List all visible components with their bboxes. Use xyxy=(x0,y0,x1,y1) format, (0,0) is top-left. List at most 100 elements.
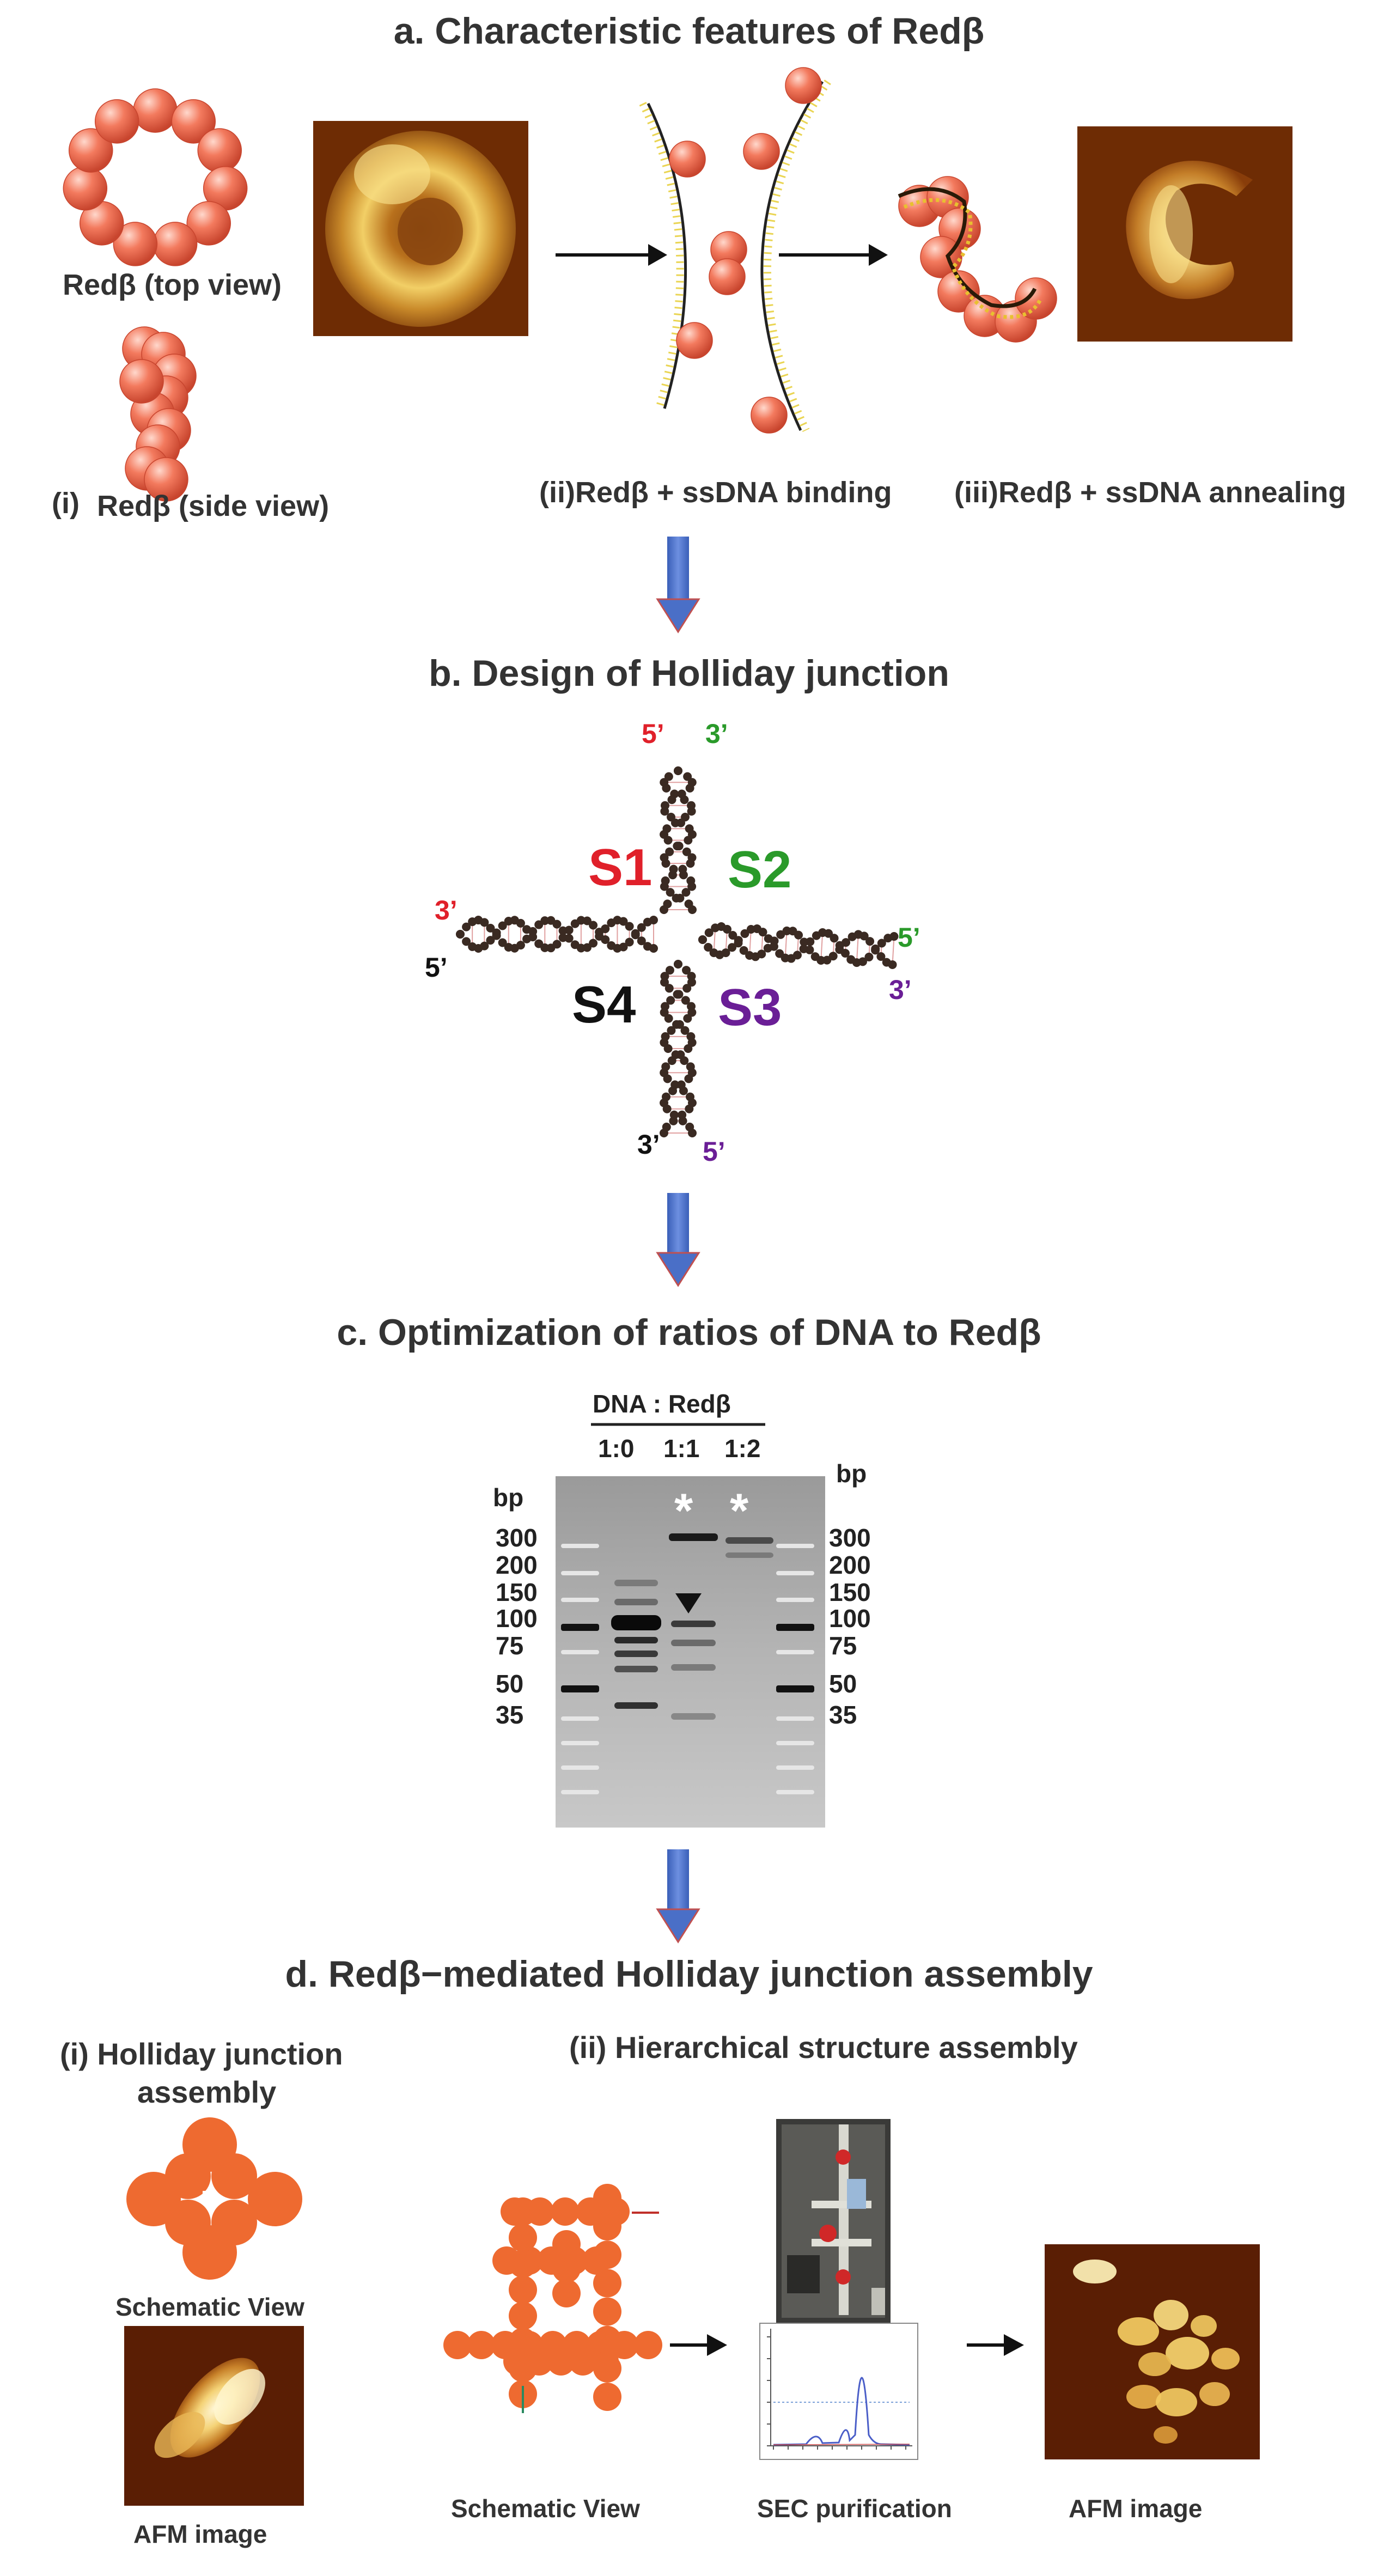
holliday-junction-schematic xyxy=(126,2117,302,2280)
afm-image-junction xyxy=(124,2326,304,2506)
nucleotide xyxy=(664,836,673,845)
nucleotide xyxy=(674,960,682,969)
ladder-band xyxy=(561,1544,599,1548)
ladder-band xyxy=(561,1571,599,1575)
nucleotide xyxy=(492,931,501,940)
ladder-label: 75 xyxy=(496,1631,523,1660)
nucleotide xyxy=(663,1105,672,1113)
nucleotide xyxy=(770,936,779,945)
nucleotide xyxy=(589,921,597,930)
arrow-d-1 xyxy=(670,2334,727,2356)
ladder-band xyxy=(776,1790,814,1794)
lattice-bead xyxy=(509,2224,537,2252)
blue-down-arrow xyxy=(657,537,699,632)
nucleotide xyxy=(625,922,634,931)
bead xyxy=(120,360,163,403)
afm-blob xyxy=(1154,2426,1178,2444)
lane-1-band xyxy=(614,1599,658,1605)
bead xyxy=(743,133,779,169)
lattice-bead xyxy=(551,2197,580,2226)
ladder-band xyxy=(561,1598,599,1602)
lane-1-label: 1:0 xyxy=(598,1434,634,1463)
ladder-band xyxy=(561,1765,599,1770)
lattice-bead xyxy=(509,2301,537,2330)
ladder-label: 100 xyxy=(496,1604,538,1633)
bead xyxy=(133,89,177,132)
ladder-label: 75 xyxy=(829,1631,857,1660)
nucleotide xyxy=(830,934,839,942)
lattice-bead xyxy=(593,2269,621,2297)
nucleotide xyxy=(686,784,694,793)
nucleotide xyxy=(663,1074,672,1083)
strand-s3: S3 xyxy=(718,978,782,1038)
lattice-bead xyxy=(552,2230,581,2258)
afm-blob xyxy=(1191,2315,1217,2337)
ladder-band xyxy=(776,1685,814,1692)
lattice-bead xyxy=(593,2326,621,2354)
nucleotide xyxy=(829,952,838,960)
nucleotide xyxy=(456,930,465,939)
helix-arm xyxy=(456,916,658,953)
ladder-label: 300 xyxy=(496,1523,538,1552)
afm-blob xyxy=(1073,2260,1117,2283)
lattice-bead xyxy=(593,2212,621,2240)
ladder-band xyxy=(561,1741,599,1745)
afm-blob xyxy=(1156,2388,1197,2416)
arrow-a-1 xyxy=(556,244,667,266)
bead xyxy=(198,129,241,172)
nucleotide xyxy=(668,1056,676,1065)
lattice-bead xyxy=(593,2184,621,2212)
afm-i-label: AFM image xyxy=(133,2519,267,2549)
ladder-label: 200 xyxy=(829,1550,871,1580)
sec-label: SEC purification xyxy=(757,2494,952,2523)
binding-label: (ii)Redβ + ssDNA binding xyxy=(539,476,892,509)
nucleotide xyxy=(660,905,668,914)
nucleotide xyxy=(664,1014,673,1023)
nucleotide xyxy=(675,842,684,850)
ladder-band xyxy=(776,1741,814,1745)
right-3prime: 3’ xyxy=(889,974,912,1006)
redbeta-top-view-ring xyxy=(63,89,247,266)
annealing-label: (iii)Redβ + ssDNA annealing xyxy=(954,476,1346,509)
bottom-3prime: 3’ xyxy=(637,1129,660,1160)
afm-blob xyxy=(1138,2352,1171,2376)
nucleotide xyxy=(672,894,681,903)
helix-arm xyxy=(698,922,898,969)
lattice-bead xyxy=(593,2240,621,2269)
bead xyxy=(785,68,821,103)
afm-blob xyxy=(1166,2337,1209,2370)
afm-blob xyxy=(1118,2317,1159,2346)
strand-s1: S1 xyxy=(588,838,652,898)
lane-3-label: 1:2 xyxy=(724,1434,760,1463)
left-5prime: 5’ xyxy=(425,952,448,983)
lane-2-label: 1:1 xyxy=(663,1434,699,1463)
ladder-label: 100 xyxy=(829,1604,871,1633)
nucleotide xyxy=(684,1044,692,1053)
afm-blob xyxy=(1211,2348,1240,2370)
top-5prime: 5’ xyxy=(642,718,664,750)
schematic-view-ii: Schematic View xyxy=(451,2494,640,2523)
ladder-label: 50 xyxy=(496,1669,523,1698)
nucleotide xyxy=(683,1014,692,1023)
afm-blob xyxy=(1126,2385,1161,2409)
sub-i-line1: (i) Holliday junction xyxy=(60,2036,343,2072)
afm-blob xyxy=(1154,2300,1188,2330)
hierarchical-lattice-schematic xyxy=(443,2184,662,2411)
bp-left: bp xyxy=(493,1483,523,1512)
nucleotide xyxy=(668,870,677,879)
nucleotide xyxy=(685,1105,693,1113)
ladder-band xyxy=(776,1650,814,1654)
top-view-label: Redβ (top view) xyxy=(63,268,282,302)
nucleotide xyxy=(679,1117,687,1125)
lane-2-band xyxy=(671,1621,716,1627)
gel-header: DNA : Redβ xyxy=(593,1389,731,1418)
lane-1-band xyxy=(614,1702,658,1709)
ladder-label: 150 xyxy=(496,1578,538,1607)
sub-i-line2: assembly xyxy=(137,2074,276,2110)
lane-1-band xyxy=(614,1651,658,1657)
nucleotide xyxy=(888,960,897,969)
lattice-bead xyxy=(593,2383,621,2411)
lattice-bead xyxy=(509,2354,537,2382)
annealing-beads xyxy=(899,176,1057,342)
